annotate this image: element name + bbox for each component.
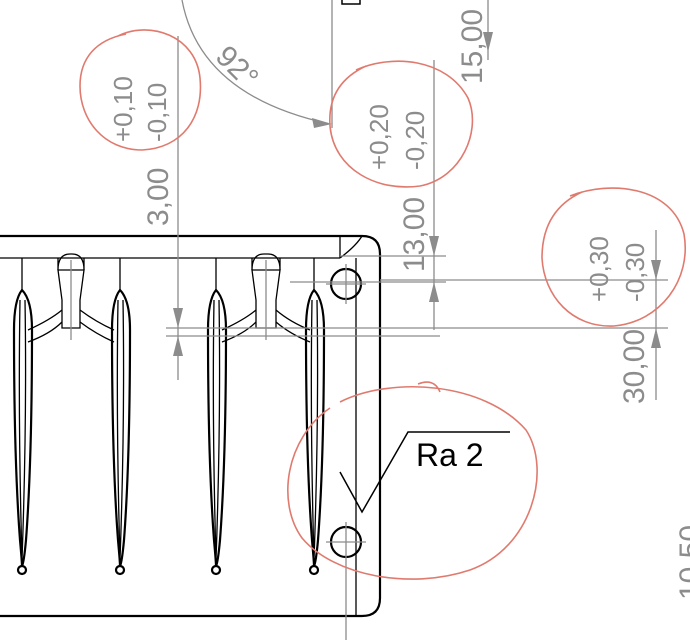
blade-3: [206, 258, 228, 576]
markup-circle-13: [329, 60, 474, 188]
surface-finish-symbol: Ra 2: [339, 431, 510, 514]
hole-bottom: [326, 522, 366, 640]
part-outline: [0, 234, 382, 618]
markup-circle-3: [79, 29, 202, 151]
dim-30-tol-minus: -0,30: [620, 243, 650, 302]
dim-15-value: 15,00: [456, 9, 489, 84]
dim-13-value: 13,00: [398, 197, 431, 272]
dim-13-tol-minus: -0,20: [400, 111, 430, 170]
surface-finish-label: Ra 2: [416, 437, 484, 473]
angle-arc: [181, 0, 331, 125]
blade-4: [304, 258, 326, 576]
dim-3-tol-plus: +0,10: [108, 76, 138, 142]
dim-30-tol-plus: +0,30: [584, 236, 614, 302]
markup-circle-30: [541, 187, 686, 327]
dim-edge-value: 10,50: [674, 525, 690, 600]
corner-fillet: [339, 235, 363, 259]
part-body: [0, 234, 382, 640]
review-markups: [79, 29, 686, 580]
gate-left: [27, 253, 115, 343]
dimension-lines: [166, 0, 668, 400]
dim-30-value: 30,00: [618, 329, 651, 404]
angle-label: 92°: [209, 40, 264, 95]
hole-top: [326, 264, 366, 304]
dim-3-tol-minus: -0,10: [142, 83, 172, 142]
markup-circle-finish: [287, 381, 538, 580]
blade-1: [12, 258, 34, 576]
dim-13-tol-plus: +0,20: [364, 104, 394, 170]
gate-right: [221, 253, 311, 343]
blade-2: [110, 258, 132, 576]
dim-3-value: 3,00: [142, 168, 175, 226]
